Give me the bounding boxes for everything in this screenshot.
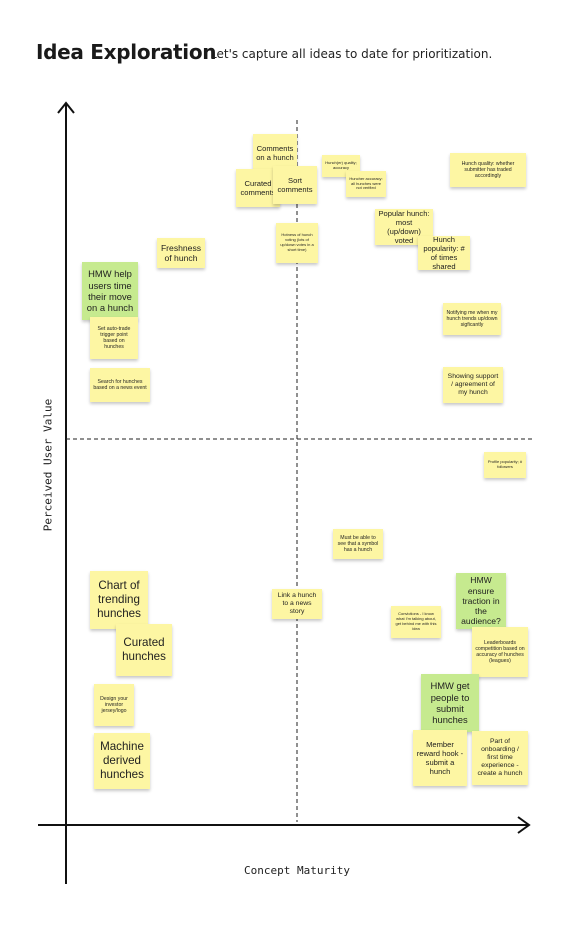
- note-hunch-popularity-shared[interactable]: Hunch popularity: # of times shared: [418, 236, 470, 270]
- note-hunch-quality-traded[interactable]: Hunch quality: whether submitter has tra…: [450, 153, 526, 187]
- note-search-news-event[interactable]: Search for hunches based on a news event: [90, 368, 150, 402]
- note-convictions[interactable]: Convictions - I know what I'm talking ab…: [391, 606, 441, 638]
- note-hmw-time-move[interactable]: HMW help users time their move on a hunc…: [82, 262, 138, 320]
- x-axis-label: Concept Maturity: [244, 864, 350, 877]
- note-huncher-accuracy[interactable]: Huncher accuracy: all hunches were not v…: [346, 171, 386, 197]
- note-onboarding[interactable]: Part of onboarding / first time experien…: [472, 731, 528, 785]
- note-hmw-traction[interactable]: HMW ensure traction in the audience?: [456, 573, 506, 629]
- note-curated-comments[interactable]: Curated comments: [236, 169, 280, 207]
- x-axis: [38, 816, 531, 834]
- note-chart-trending[interactable]: Chart of trending hunches: [90, 571, 148, 629]
- note-leaderboards[interactable]: Leaderboards competition based on accura…: [472, 627, 528, 677]
- note-notifying-trends[interactable]: Notifying me when my hunch trends up/dow…: [443, 303, 501, 335]
- note-design-jersey[interactable]: Design your investor jersey/logo: [94, 684, 134, 726]
- page-title: Idea Exploration: [36, 40, 217, 64]
- note-link-news-story[interactable]: Link a hunch to a news story: [272, 589, 322, 619]
- y-axis-label: Perceived User Value: [41, 398, 55, 532]
- note-sort-comments[interactable]: Sort comments: [273, 166, 317, 204]
- note-member-reward[interactable]: Member reward hook - submit a hunch: [413, 730, 467, 786]
- note-showing-support[interactable]: Showing support / agreement of my hunch: [443, 367, 503, 403]
- note-set-auto-trade[interactable]: Set auto-trade trigger point based on hu…: [90, 317, 138, 359]
- note-curated-hunches[interactable]: Curated hunches: [116, 624, 172, 676]
- note-profile-popularity[interactable]: Profile popularity; # followers: [484, 452, 526, 478]
- note-must-see-symbol[interactable]: Must be able to see that a symbol has a …: [333, 529, 383, 559]
- page-subtitle: Let's capture all ideas to date for prio…: [210, 47, 493, 61]
- note-comments-on-hunch[interactable]: Comments on a hunch: [253, 134, 297, 172]
- y-axis: [57, 101, 75, 884]
- note-hmw-submit[interactable]: HMW get people to submit hunches: [421, 674, 479, 732]
- note-machine-derived[interactable]: Machine derived hunches: [94, 733, 150, 789]
- note-freshness-of-hunch[interactable]: Freshness of hunch: [157, 238, 205, 268]
- note-hotness-of-hunch[interactable]: Hotness of hunch voting (lots of up/down…: [276, 223, 318, 263]
